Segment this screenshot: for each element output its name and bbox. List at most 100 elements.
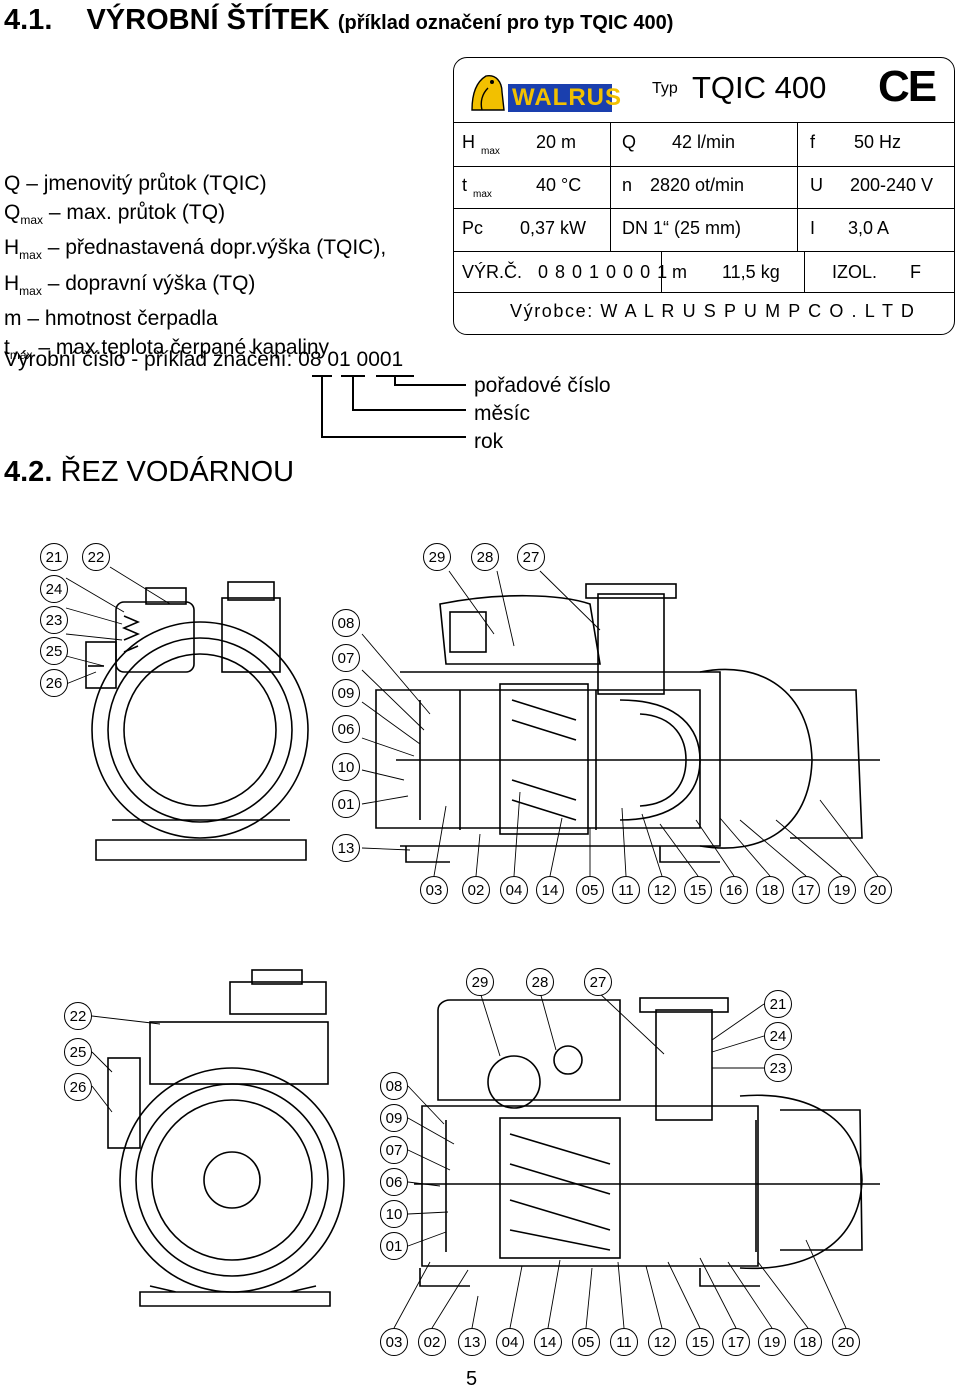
callout: 20: [864, 876, 892, 904]
callout: 28: [471, 543, 499, 571]
callout: 28: [526, 968, 554, 996]
callout: 02: [462, 876, 490, 904]
speed-value: 2820 ot/min: [650, 175, 745, 195]
callout: 09: [380, 1104, 408, 1132]
legend-row: Qmax – max. průtok (TQ): [4, 200, 226, 227]
callout: 23: [764, 1054, 792, 1082]
type-label: Typ: [652, 80, 678, 97]
mass-label: m: [672, 262, 687, 282]
legend-row: Q – jmenovitý průtok (TQIC): [4, 172, 267, 195]
serial-label: VÝR.Č.: [462, 262, 523, 282]
current-label: I: [810, 218, 816, 238]
callout: 13: [458, 1328, 486, 1356]
callout: 29: [466, 968, 494, 996]
section-heading-cutaway: 4.2. ŘEZ VODÁRNOU: [4, 456, 294, 489]
callout: 19: [758, 1328, 786, 1356]
plate-divider: [454, 292, 954, 293]
callout: 04: [500, 876, 528, 904]
serial-label-year: rok: [474, 430, 504, 453]
callout: 29: [423, 543, 451, 571]
callout: 05: [572, 1328, 600, 1356]
frequency-value: 50 Hz: [854, 132, 902, 152]
callout: 15: [686, 1328, 714, 1356]
serial-example: Výrobní číslo - příklad značení: 08 01 0…: [4, 348, 404, 371]
callout: 26: [40, 669, 68, 697]
model-name: TQIC 400: [692, 70, 827, 105]
section-title: ŘEZ VODÁRNOU: [60, 456, 295, 488]
plate-col-divider: [797, 122, 798, 251]
section-title: VÝROBNÍ ŠTÍTEK: [86, 4, 330, 36]
plate-col-divider: [610, 122, 611, 251]
callout: 17: [792, 876, 820, 904]
callout: 06: [380, 1168, 408, 1196]
callout: 14: [536, 876, 564, 904]
callout: 04: [496, 1328, 524, 1356]
connection-size: DN 1“ (25 mm): [622, 218, 742, 238]
voltage-label: U: [810, 175, 823, 195]
callout: 02: [418, 1328, 446, 1356]
manufacturer: Výrobce: W A L R U S P U M P C O . L T D: [510, 301, 916, 321]
legend-row: Hmax – dopravní výška (TQ): [4, 271, 256, 298]
legend-row: tmax – max.teplota čerpané kapaliny: [4, 335, 330, 362]
callout: 08: [332, 609, 360, 637]
plate-divider: [454, 166, 954, 167]
plate-divider: [454, 208, 954, 209]
plate-divider: [454, 251, 954, 252]
callout: 21: [40, 543, 68, 571]
callout: 22: [82, 543, 110, 571]
side-section-bottom: [414, 997, 880, 1287]
ce-mark: CE: [878, 62, 937, 111]
callout: 24: [40, 575, 68, 603]
callout: 20: [832, 1328, 860, 1356]
callout: 03: [380, 1328, 408, 1356]
page-number: 5: [466, 1368, 478, 1390]
section-number: 4.2.: [4, 456, 53, 488]
callout: 10: [332, 753, 360, 781]
front-view-bottom: [107, 969, 345, 1307]
section-subtitle: (příklad označení pro typ TQIC 400): [337, 12, 674, 34]
head-max-value: 20 m: [536, 132, 577, 152]
callout: 24: [764, 1022, 792, 1050]
callout: 10: [380, 1200, 408, 1228]
callout: 23: [40, 606, 68, 634]
callout: 05: [576, 876, 604, 904]
callout: 08: [380, 1072, 408, 1100]
callout: 26: [64, 1073, 92, 1101]
callout: 07: [332, 644, 360, 672]
insulation-value: F: [910, 262, 921, 282]
callout: 21: [764, 990, 792, 1018]
callout: 09: [332, 679, 360, 707]
callout: 16: [720, 876, 748, 904]
callout: 03: [420, 876, 448, 904]
callout: 27: [584, 968, 612, 996]
callout: 01: [332, 790, 360, 818]
callout: 12: [648, 1328, 676, 1356]
serial-label-sequence: pořadové číslo: [474, 374, 611, 397]
section-heading-nameplate: 4.1. VÝROBNÍ ŠTÍTEK (příklad označení pr…: [4, 4, 673, 37]
legend-row: Hmax – přednastavená dopr.výška (TQIC),: [4, 236, 387, 262]
callout: 11: [612, 876, 640, 904]
callout: 25: [40, 637, 68, 665]
mass-value: 11,5 kg: [722, 262, 780, 282]
temp-max-value: 40 °C: [536, 175, 582, 195]
callout: 13: [332, 834, 360, 862]
callout: 19: [828, 876, 856, 904]
legend: Q – jmenovitý průtok (TQIC) Qmax – max. …: [4, 170, 386, 369]
voltage-value: 200-240 V: [850, 175, 934, 195]
callout: 12: [648, 876, 676, 904]
callout: 11: [610, 1328, 638, 1356]
power-label: Pc: [462, 218, 484, 238]
brand-wordmark: WALRUS: [512, 84, 622, 111]
side-section-top: [375, 583, 880, 863]
callout: 14: [534, 1328, 562, 1356]
front-view-top: [85, 581, 309, 861]
flow-label: Q: [622, 132, 637, 152]
plate-divider: [454, 122, 954, 123]
plate-col-divider: [661, 251, 662, 292]
current-value: 3,0 A: [848, 218, 890, 238]
plate-col-divider: [804, 251, 805, 292]
insulation-label: IZOL.: [832, 262, 878, 282]
power-value: 0,37 kW: [520, 218, 587, 238]
